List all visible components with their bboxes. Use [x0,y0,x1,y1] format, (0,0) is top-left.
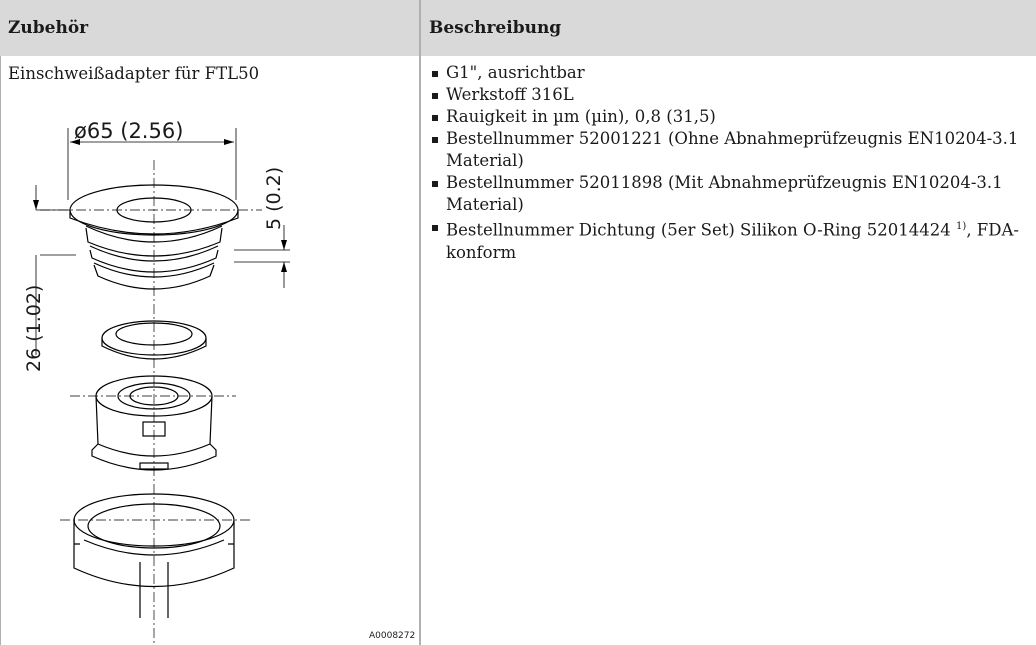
column-header-description: Beschreibung [421,0,1036,56]
step-dimension: 5 (0.2) [263,167,285,230]
footnote-marker[interactable]: 1) [956,221,967,232]
list-item: G1", ausrichtbar [430,62,1030,84]
accessory-name: Einschweißadapter für FTL50 [8,64,260,83]
drawing-reference: A0008272 [369,631,416,641]
list-item-suffix: , FDA-konform [446,220,1019,262]
height-dimension: 26 (1.02) [23,285,45,372]
description-list: G1", ausrichtbar Werkstoff 316L Rauigkei… [430,62,1030,264]
weld-adapter-drawing: ø65 (2.56) 5 (0.2) 26 (1.02) [23,119,290,645]
list-item: Rauigkeit in µm (µin), 0,8 (31,5) [430,106,1030,128]
column-header-accessory: Zubehör [0,0,419,56]
column-divider [419,0,421,645]
list-item: Bestellnummer 52001221 (Ohne Abnahmeprüf… [430,128,1030,172]
list-item-text: Bestellnummer Dichtung (5er Set) Silikon… [446,220,951,240]
list-item: Werkstoff 316L [430,84,1030,106]
diameter-dimension: ø65 (2.56) [74,119,183,143]
list-item: Bestellnummer Dichtung (5er Set) Silikon… [430,216,1030,264]
list-item: Bestellnummer 52011898 (Mit Abnahmeprüfz… [430,172,1030,216]
table-left-border [0,56,1,645]
